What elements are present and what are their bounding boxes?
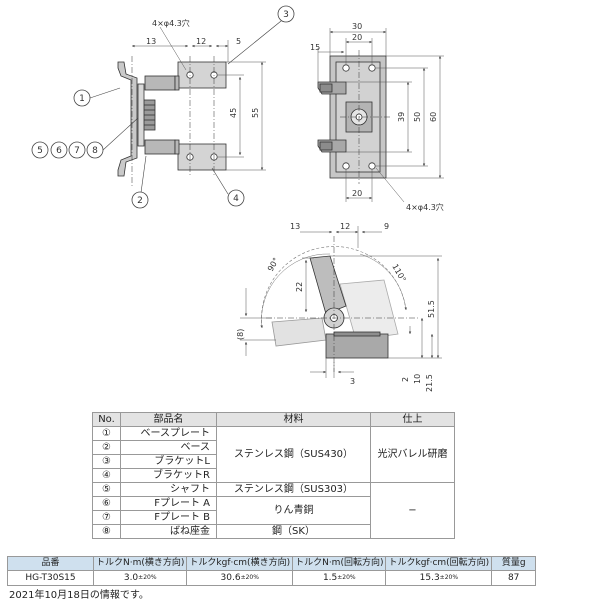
front-view-dimensions <box>132 26 266 171</box>
dim-30: 30 <box>352 22 362 31</box>
dim-open-2: 2 <box>401 377 410 382</box>
shaft <box>137 83 145 147</box>
base-plate-shape <box>117 61 138 177</box>
svg-text:8: 8 <box>92 146 98 156</box>
knuckle-lower <box>144 139 176 155</box>
knuckle-upper <box>144 75 176 91</box>
angle-110: 110° <box>390 263 407 284</box>
callout-4 <box>227 189 245 207</box>
col-material: 材料 <box>216 412 371 427</box>
callout-6 <box>50 141 68 159</box>
dim-open-8: (8) <box>236 329 245 340</box>
col-torque-kgf-lateral: トルクkgf·cm(横き方向) <box>186 556 294 571</box>
dim-12: 12 <box>196 37 206 46</box>
dim-55: 55 <box>251 108 260 118</box>
spec-table: 品番 トルクN·m(横き方向) トルクkgf·cm(横き方向) トルクN·m(回… <box>7 556 537 586</box>
col-finish: 仕上 <box>370 412 455 427</box>
table-row: HG-T30S15 3.0±20% 30.6±20% 1.5±20% 15.3±… <box>7 570 537 586</box>
parts-table-header: No. 部品名 材料 仕上 <box>92 412 455 427</box>
spec-table-header: 品番 トルクN·m(横き方向) トルクkgf·cm(横き方向) トルクN·m(回… <box>7 556 537 571</box>
col-no: No. <box>92 412 121 427</box>
dim-60: 60 <box>429 112 438 122</box>
dim-20-bottom: 20 <box>352 189 362 198</box>
dim-13: 13 <box>146 37 156 46</box>
dim-open-10: 10 <box>413 374 422 384</box>
dim-open-9: 9 <box>384 222 389 231</box>
dim-open-3: 3 <box>350 377 355 386</box>
callout-8 <box>86 141 104 159</box>
dim-39: 39 <box>397 112 406 122</box>
col-torque-kgf-rotation: トルクkgf·cm(回転方向) <box>385 556 493 571</box>
col-torque-nm-lateral: トルクN·m(横き方向) <box>92 556 188 571</box>
info-date-note: 2021年10月18日の情報です。 <box>9 590 149 600</box>
callout-7 <box>68 141 86 159</box>
material-cell: ステンレス鋼（SUS430） <box>216 426 371 483</box>
col-mass: 質量g <box>491 556 537 571</box>
svg-text:6: 6 <box>56 146 62 156</box>
side-view-dimensions <box>317 28 444 203</box>
open-upright <box>309 255 347 315</box>
table-row: ① ベースプレート ステンレス鋼（SUS430） 光沢バレル研磨 <box>92 426 455 483</box>
open-bracket-lower <box>271 317 327 347</box>
svg-text:1: 1 <box>79 94 85 104</box>
callout-5 <box>31 141 49 159</box>
angle-90: 90° <box>266 256 281 273</box>
dim-holes-side: 4×φ4.3穴 <box>406 202 444 212</box>
dim-open-21-5: 21.5 <box>425 374 434 392</box>
table-row: ⑥ Fプレート A りん青銅 <box>92 496 455 525</box>
col-model: 品番 <box>7 556 94 571</box>
svg-text:7: 7 <box>74 146 80 156</box>
front-view <box>117 56 227 186</box>
callout-2 <box>131 191 149 209</box>
dim-open-12: 12 <box>340 222 350 231</box>
dim-45: 45 <box>229 108 238 118</box>
material-cell: ステンレス鋼（SUS303） <box>216 482 371 497</box>
col-part-name: 部品名 <box>120 412 217 427</box>
finish-cell: − <box>370 482 455 539</box>
table-row: ⑤ シャフト ステンレス鋼（SUS303） − <box>92 482 455 539</box>
open-bracket-ghost <box>339 279 399 341</box>
table-row: ④ ブラケットR <box>92 468 455 483</box>
dim-open-13: 13 <box>290 222 300 231</box>
dim-15: 15 <box>310 43 320 52</box>
technical-drawing: 4×φ4.3穴 13 12 5 45 55 1 2 3 4 5 6 7 8 <box>31 5 444 392</box>
parts-table: No. 部品名 材料 仕上 ① ベースプレート ステンレス鋼（SUS430） 光… <box>92 412 455 539</box>
open-base <box>325 333 389 359</box>
open-view-dimensions <box>240 226 442 378</box>
model-number: HG-T30S15 <box>7 570 94 586</box>
dim-open-22: 22 <box>295 282 304 292</box>
svg-text:4: 4 <box>233 194 239 204</box>
finish-cell: 光沢バレル研磨 <box>370 426 455 483</box>
svg-text:3: 3 <box>283 10 289 20</box>
dim-5: 5 <box>236 37 241 46</box>
callout-1 <box>73 89 91 107</box>
mass-value: 87 <box>491 570 537 586</box>
callout-3 <box>277 5 295 23</box>
svg-text:2: 2 <box>137 196 143 206</box>
material-cell: 鋼（SK） <box>216 524 371 539</box>
dim-50: 50 <box>413 112 422 122</box>
side-view <box>317 50 392 184</box>
dim-20-top: 20 <box>352 33 362 42</box>
dim-open-51-5: 51.5 <box>427 300 436 318</box>
table-row: ⑧ ばね座金 鋼（SK） <box>92 524 455 539</box>
material-cell: りん青銅 <box>216 496 371 525</box>
col-torque-nm-rotation: トルクN·m(回転方向) <box>292 556 387 571</box>
open-view <box>260 236 418 372</box>
svg-text:5: 5 <box>37 146 43 156</box>
dim-holes-front: 4×φ4.3穴 <box>152 18 190 28</box>
